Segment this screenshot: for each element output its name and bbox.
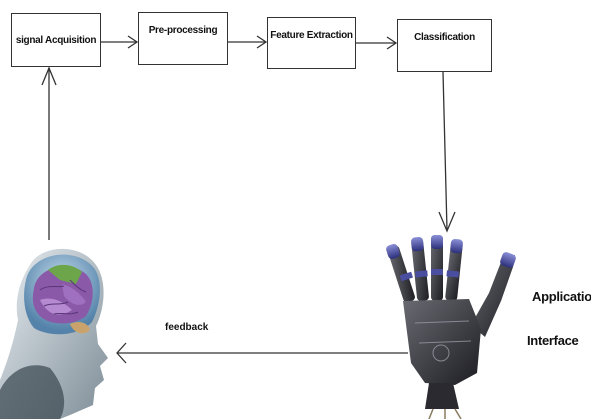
arrowhead-4 bbox=[438, 211, 456, 233]
arrowhead-3 bbox=[386, 36, 398, 50]
arrowhead-6 bbox=[41, 66, 57, 86]
box-feature-extraction: Feature Extraction bbox=[267, 17, 356, 69]
arrowhead-2 bbox=[256, 35, 268, 49]
box-pre-processing: Pre-processing bbox=[138, 12, 228, 65]
application-label: Application bbox=[532, 289, 591, 304]
box-label-classification: Classification bbox=[414, 32, 475, 43]
box-label-feature-extraction: Feature Extraction bbox=[270, 29, 353, 41]
arrow-classification-to-hand bbox=[442, 71, 448, 231]
robotic-hand-illustration bbox=[386, 235, 516, 419]
box-classification: Classification bbox=[397, 19, 492, 72]
arrowhead-1 bbox=[127, 35, 139, 49]
feedback-label: feedback bbox=[165, 322, 209, 333]
interface-label: Interface bbox=[527, 333, 579, 348]
brain-head-illustration bbox=[0, 248, 108, 419]
arrowhead-5 bbox=[116, 342, 127, 364]
box-label-signal-acquisition: signal Acquisition bbox=[15, 34, 97, 46]
box-signal-acquisition: signal Acquisition bbox=[11, 13, 101, 67]
box-label-pre-processing: Pre-processing bbox=[148, 25, 218, 36]
